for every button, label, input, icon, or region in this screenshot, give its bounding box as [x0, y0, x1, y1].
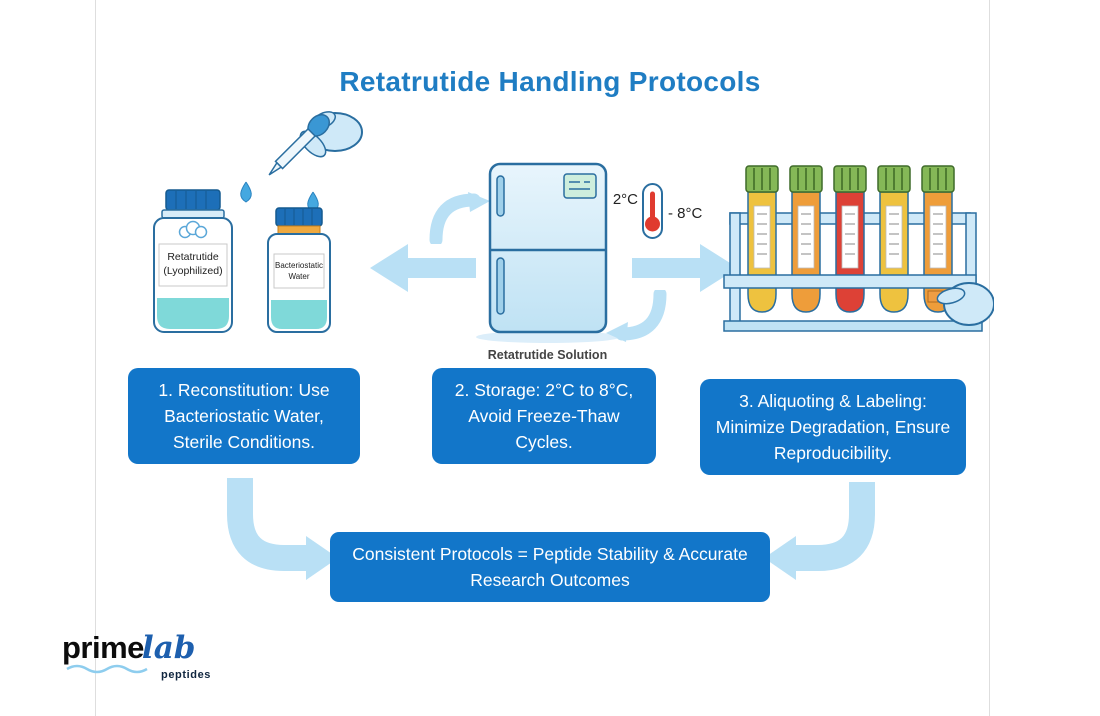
brand-logo: primelab peptides [62, 630, 242, 700]
step-box-3: 3. Aliquoting & Labeling: Minimize Degra… [700, 379, 966, 475]
step-1-text: 1. Reconstitution: Use Bacteriostatic Wa… [158, 379, 330, 453]
summary-text: Consistent Protocols = Peptide Stability… [352, 543, 748, 590]
vial1-label-line1: Retatrutide [167, 251, 219, 263]
powder-cloud-icon [178, 220, 208, 239]
logo-lab-text: lab [141, 630, 196, 666]
bacteriostatic-vial: Bacteriostatic Water [267, 207, 331, 333]
step-box-2: 2. Storage: 2°C to 8°C, Avoid Freeze-Tha… [432, 368, 656, 464]
rack-illustration [723, 165, 994, 332]
test-tube [789, 165, 823, 313]
arrow-right-icon [632, 244, 738, 292]
pipette-icon [268, 114, 330, 176]
test-tube [833, 165, 867, 313]
fridge-caption: Retatrutide Solution [487, 348, 608, 362]
fridge-icon [488, 162, 608, 334]
summary-box: Consistent Protocols = Peptide Stability… [330, 532, 770, 602]
temp-high-label: - 8°C [668, 205, 703, 222]
logo-peptides-text: peptides [161, 669, 212, 681]
temp-low-label: 2°C [613, 191, 638, 208]
vial2-label-line2: Water [288, 272, 309, 281]
fridge-shadow [476, 331, 620, 343]
connector-arrow-right-icon [764, 482, 875, 580]
step-2-text: 2. Storage: 2°C to 8°C, Avoid Freeze-Tha… [454, 379, 634, 453]
arrow-left-icon [370, 244, 476, 292]
cycle-arrow-top-icon [429, 192, 490, 244]
thermometer-icon [642, 183, 663, 239]
test-tube [877, 165, 911, 313]
vial2-label-line1: Bacteriostatic [275, 261, 323, 270]
step-box-1: 1. Reconstitution: Use Bacteriostatic Wa… [128, 368, 360, 464]
rack-front-rail [723, 274, 983, 332]
page-title: Retatrutide Handling Protocols [339, 66, 761, 97]
page-edge-right [989, 0, 990, 716]
cycle-arrow-bottom-icon [606, 290, 667, 342]
retatrutide-vial: Retatrutide (Lyophilized) [153, 189, 233, 333]
vial1-label-line2: (Lyophilized) [163, 265, 222, 277]
vials-illustration: Retatrutide (Lyophilized) Bacteriostatic… [153, 111, 363, 333]
connector-arrow-left-icon [227, 478, 338, 580]
fridge-illustration: 2°C - 8°C [476, 162, 703, 343]
test-tube [745, 165, 779, 313]
logo-scribble-icon [66, 664, 148, 674]
hand-dropper-icon [268, 111, 363, 176]
page-edge-left [95, 0, 96, 716]
droplet-icon [240, 181, 252, 203]
step-3-text: 3. Aliquoting & Labeling: Minimize Degra… [715, 390, 951, 464]
logo-wordmark: primelab [62, 630, 242, 666]
labeling-hand-icon [927, 282, 994, 326]
logo-prime-text: prime [62, 630, 144, 665]
